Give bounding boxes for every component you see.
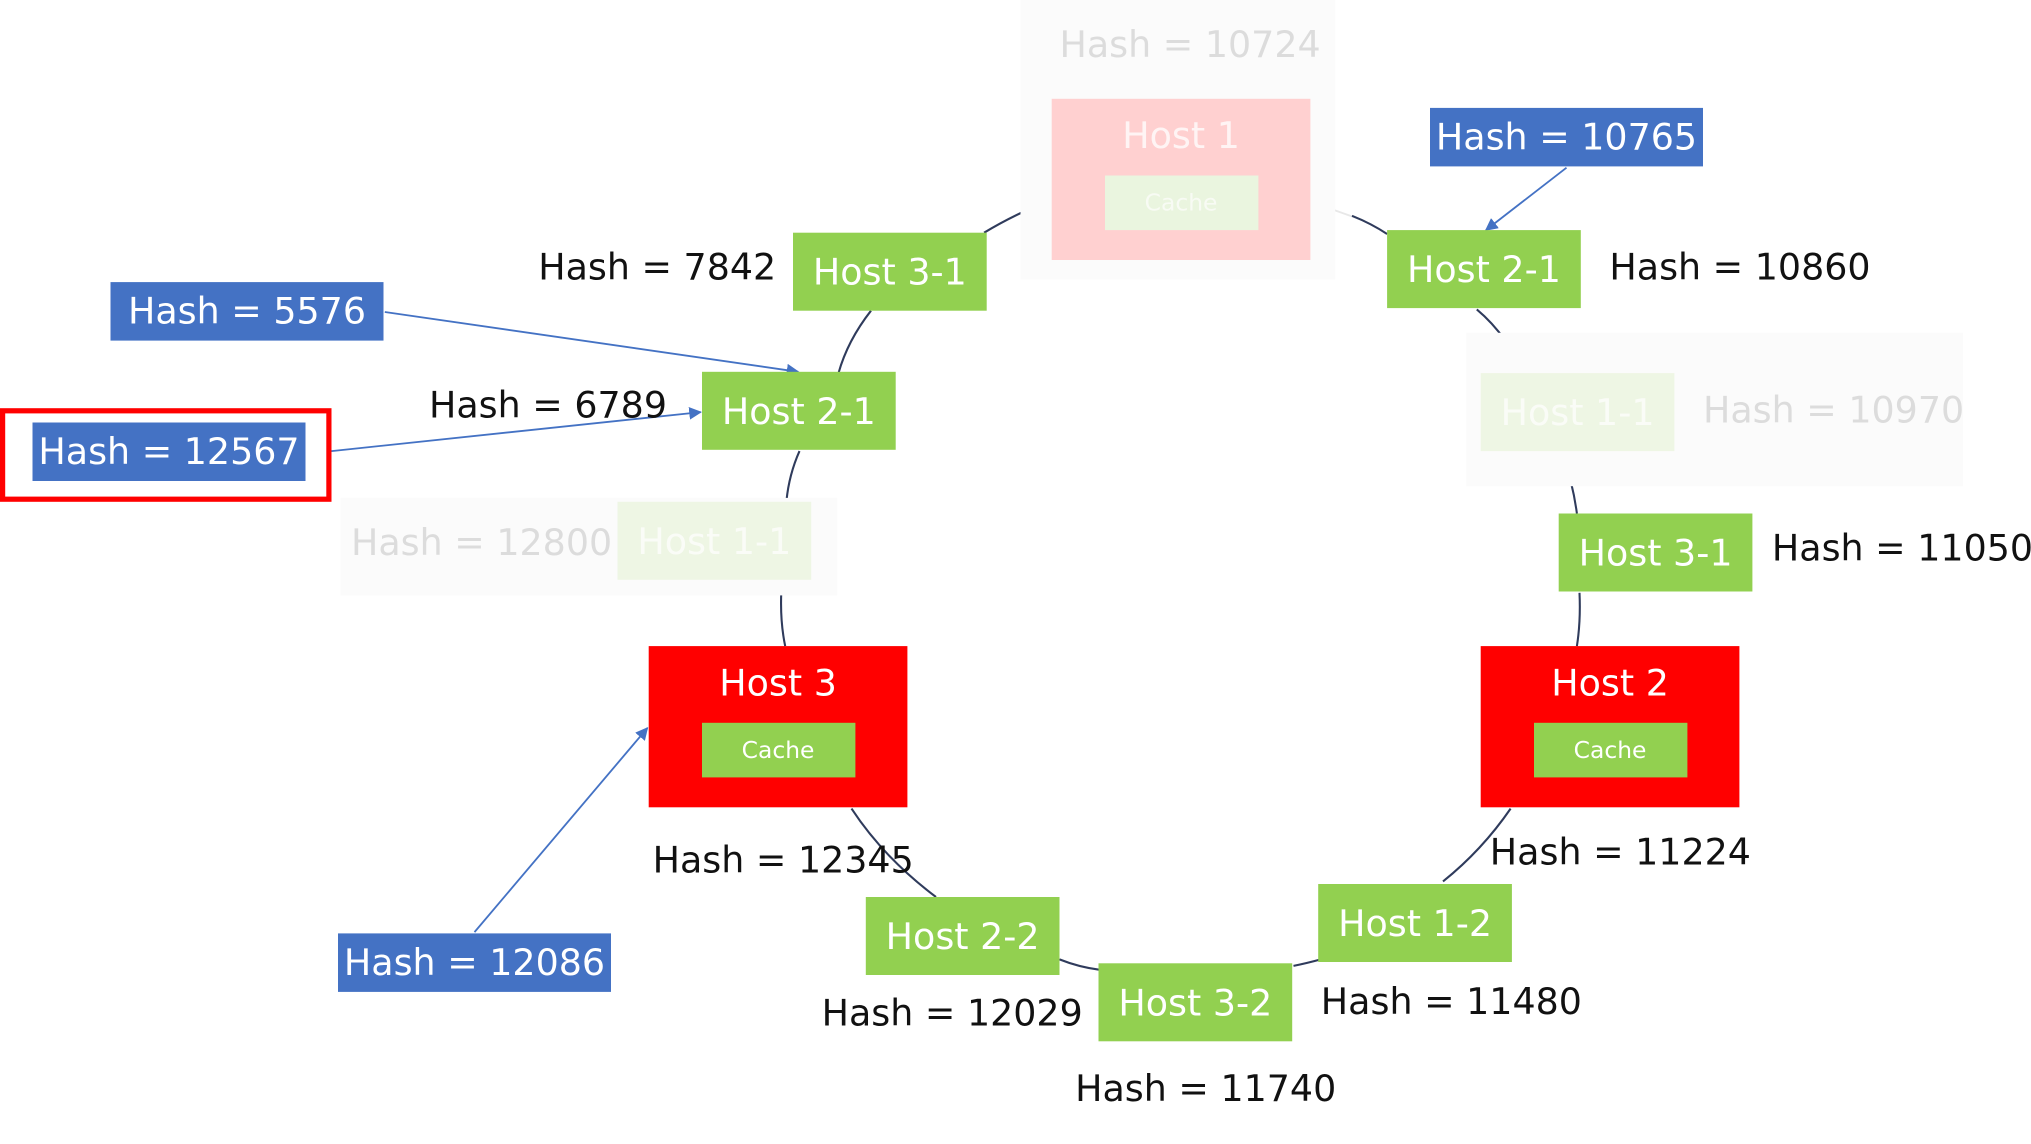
hash-label-host1-1-right: Hash = 10970	[1702, 388, 1965, 432]
host-1-cache: Cache	[1104, 175, 1258, 231]
hash-label-host3: Hash = 12345	[652, 838, 914, 882]
ring-segment	[1575, 592, 1581, 647]
ring-segment	[1442, 808, 1512, 883]
ring-segment	[837, 310, 872, 374]
ring-segment	[780, 591, 787, 647]
ring-segment	[785, 450, 801, 501]
ring-segment	[1059, 958, 1100, 971]
request-hash-5576[interactable]: Hash = 5576	[110, 282, 384, 341]
ring-segment	[1293, 958, 1322, 967]
host-3-label: Host 3	[719, 661, 837, 705]
virtual-node-host2-1-top[interactable]: Host 2-1	[1387, 230, 1581, 309]
hash-label-host1-2: Hash = 11480	[1320, 980, 1582, 1024]
request-hash-10765[interactable]: Hash = 10765	[1430, 107, 1703, 167]
hash-label-host2-2: Hash = 12029	[821, 991, 1083, 1035]
virtual-node-host3-2[interactable]: Host 3-2	[1098, 963, 1293, 1042]
ring-segment	[1351, 214, 1388, 235]
hash-label-host1: Hash = 10724	[1059, 23, 1321, 67]
virtual-node-host3-1-left[interactable]: Host 3-1	[793, 232, 987, 311]
virtual-node-host1-2[interactable]: Host 1-2	[1318, 883, 1512, 962]
hash-label-host2-1-top: Hash = 10860	[1609, 245, 1871, 289]
hash-label-host2: Hash = 11224	[1489, 830, 1751, 874]
host-2-label: Host 2	[1551, 661, 1669, 705]
request-arrow-12567	[331, 406, 702, 453]
request-hash-12567[interactable]: Hash = 12567	[32, 422, 306, 481]
hash-label-host3-1-right: Hash = 11050	[1771, 526, 2031, 570]
request-arrow-10765	[1484, 166, 1568, 231]
host-3-node[interactable]: Host 3 Cache	[648, 646, 908, 808]
host-1-node[interactable]: Host 1 Cache	[1051, 98, 1311, 261]
virtual-node-host3-1-right[interactable]: Host 3-1	[1558, 513, 1753, 592]
virtual-node-host2-1-left[interactable]: Host 2-1	[702, 371, 896, 450]
virtual-node-host1-1-left[interactable]: Host 1-1	[617, 501, 812, 580]
hash-label-host3-1-left: Hash = 7842	[538, 245, 777, 289]
highlight-frame	[0, 408, 332, 502]
host-3-cache: Cache	[701, 722, 855, 778]
hash-label-host2-1-left: Hash = 6789	[428, 383, 668, 427]
host-1-label: Host 1	[1122, 114, 1240, 158]
virtual-node-host1-1-right[interactable]: Host 1-1	[1480, 373, 1675, 452]
hash-label-host3-2: Hash = 11740	[1075, 1067, 1337, 1111]
ring-segment	[850, 808, 937, 898]
virtual-node-host2-2[interactable]: Host 2-2	[865, 896, 1060, 975]
request-hash-12086[interactable]: Hash = 12086	[338, 933, 611, 992]
hash-label-host1-1-left: Hash = 12800	[351, 521, 613, 565]
host-2-cache: Cache	[1533, 722, 1687, 778]
host-2-node[interactable]: Host 2 Cache	[1480, 646, 1740, 808]
request-arrow-5576	[384, 311, 800, 377]
request-arrow-12086	[473, 727, 649, 933]
